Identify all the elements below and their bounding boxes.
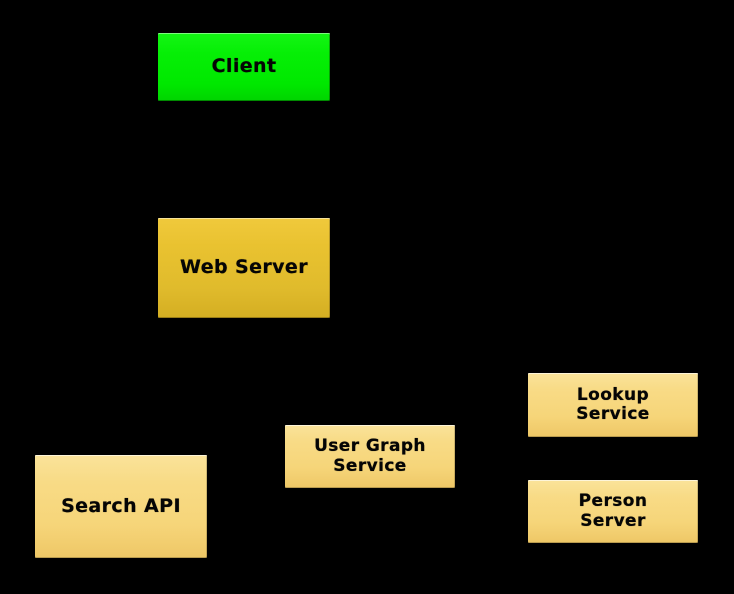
- node-web-server[interactable]: Web Server: [158, 218, 330, 318]
- node-lookup-service[interactable]: Lookup Service: [528, 373, 698, 437]
- node-user-graph-service[interactable]: User Graph Service: [285, 425, 455, 488]
- node-search-api-label: Search API: [61, 494, 181, 517]
- node-lookup-service-label: Lookup Service: [576, 384, 650, 424]
- node-user-graph-service-label: User Graph Service: [314, 436, 426, 476]
- node-web-server-label: Web Server: [180, 256, 308, 279]
- node-person-server-label: Person Server: [578, 491, 648, 531]
- node-search-api[interactable]: Search API: [35, 455, 207, 558]
- node-person-server[interactable]: Person Server: [528, 480, 698, 543]
- node-client-label: Client: [211, 55, 277, 78]
- node-client[interactable]: Client: [158, 33, 330, 101]
